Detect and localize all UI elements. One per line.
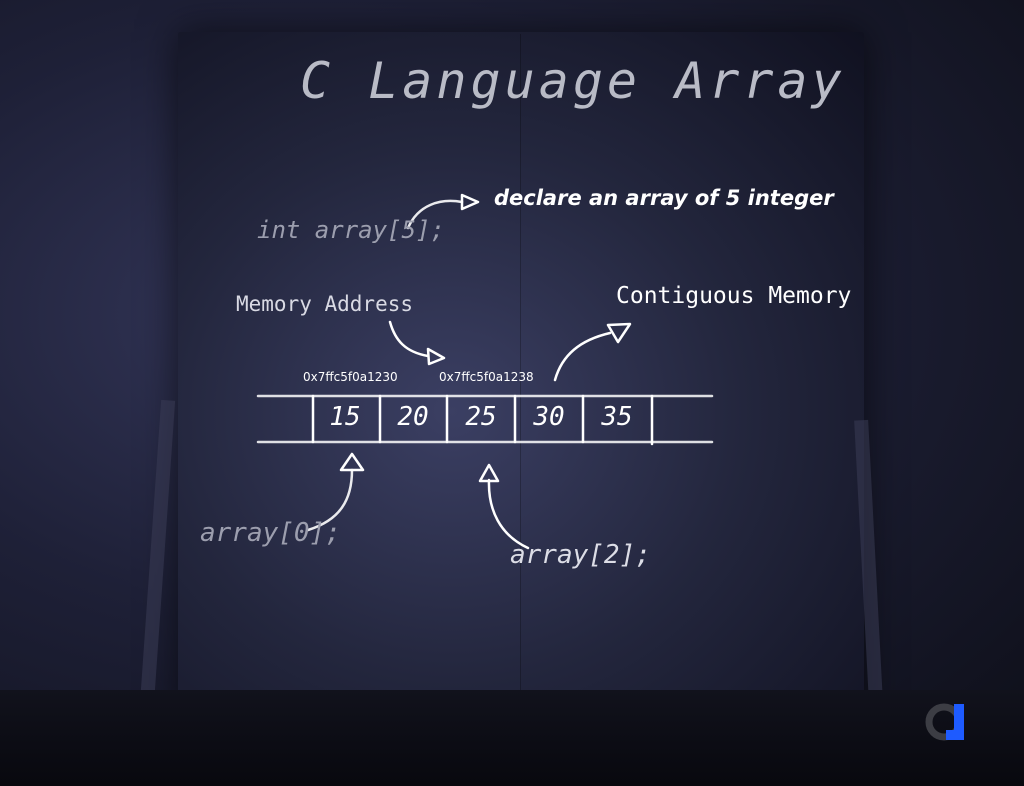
array-cell-value: 35 <box>601 402 633 432</box>
memory-address-arrowhead <box>426 347 446 366</box>
array-cell-value: 30 <box>533 402 565 432</box>
memory-address-label: Memory Address <box>236 292 414 316</box>
index-0-label: array[0]; <box>200 518 341 548</box>
declaration-arrow <box>406 199 464 230</box>
board-seam <box>520 34 521 720</box>
memory-address-arrow <box>388 320 430 358</box>
address-label: 0x7ffc5f0a1230 <box>303 370 398 384</box>
index-0-arrowhead <box>339 452 365 472</box>
declaration-arrowhead <box>460 193 480 211</box>
index-0-arrow <box>306 468 354 532</box>
index-2-arrow <box>487 478 530 550</box>
brand-logo-icon <box>925 703 964 741</box>
floor <box>0 690 1024 786</box>
contiguous-memory-arrowhead <box>606 322 632 344</box>
array-cell-value: 25 <box>465 402 497 432</box>
index-2-arrowhead <box>478 463 500 483</box>
diagram-title: C Language Array <box>300 52 846 110</box>
index-2-label: array[2]; <box>510 540 651 570</box>
contiguous-memory-label: Contiguous Memory <box>616 283 852 309</box>
declaration-note: declare an array of 5 integer <box>494 186 834 210</box>
declaration-code: int array[5]; <box>257 216 445 244</box>
contiguous-memory-arrow <box>553 331 612 382</box>
array-cell-value: 15 <box>329 402 361 432</box>
address-label: 0x7ffc5f0a1238 <box>439 370 534 384</box>
array-cell-value: 20 <box>397 402 429 432</box>
chalkboard <box>178 32 864 722</box>
